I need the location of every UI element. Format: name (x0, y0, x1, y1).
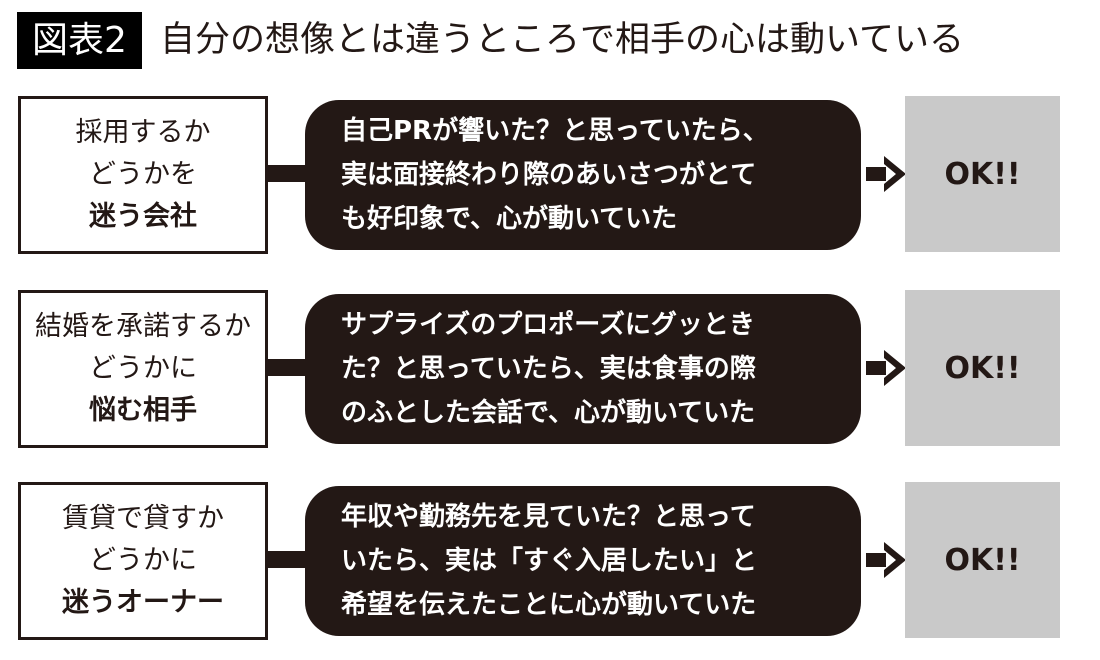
diagram-row: 賃貸で貸すか どうかに 迷うオーナー 年収や勤務先を見ていた？と思って いたら、… (0, 482, 1100, 640)
arrow-right-icon (866, 156, 906, 192)
arrow-right-icon (866, 350, 906, 386)
insight-line: サプライズのプロポーズにグッとき (341, 310, 755, 340)
situation-box: 賃貸で貸すか どうかに 迷うオーナー (18, 482, 268, 640)
result-box: OK!! (905, 290, 1060, 446)
insight-bubble: 自己PRが響いた？と思っていたら、 実は面接終わり際のあいさつがとて も好印象で… (305, 100, 861, 250)
arrow-right-icon (866, 542, 906, 578)
insight-bubble: 年収や勤務先を見ていた？と思って いたら、実は「すぐ入居したい」と 希望を伝えた… (305, 486, 861, 636)
result-box: OK!! (905, 96, 1060, 252)
figure-title: 自分の想像とは違うところで相手の心は動いている (160, 20, 964, 60)
situation-line: どうかに (89, 353, 197, 384)
diagram-row: 結婚を承諾するか どうかに 悩む相手 サプライズのプロポーズにグッとき た？と思… (0, 290, 1100, 448)
situation-subject: 迷う会社 (89, 201, 197, 232)
figure-tag: 図表2 (17, 12, 142, 69)
situation-box: 結婚を承諾するか どうかに 悩む相手 (18, 290, 268, 448)
situation-line: 賃貸で貸すか (62, 503, 224, 534)
connector-line (268, 165, 308, 182)
situation-subject: 迷うオーナー (62, 587, 224, 618)
situation-line: 採用するか (75, 117, 211, 148)
situation-subject: 悩む相手 (89, 395, 197, 426)
insight-bubble: サプライズのプロポーズにグッとき た？と思っていたら、実は食事の際 のふとした会… (305, 294, 861, 444)
insight-line: も好印象で、心が動いていた (341, 204, 678, 234)
connector-line (268, 359, 308, 376)
insight-line: 実は面接終わり際のあいさつがとて (341, 160, 757, 190)
connector-line (268, 551, 308, 568)
insight-line: 希望を伝えたことに心が動いていた (341, 590, 757, 620)
situation-line: どうかに (89, 545, 197, 576)
situation-line: どうかを (89, 159, 197, 190)
situation-box: 採用するか どうかを 迷う会社 (18, 96, 268, 254)
insight-line: のふとした会話で、心が動いていた (341, 398, 756, 428)
insight-line: 自己PRが響いた？と思っていたら、 (341, 116, 769, 146)
result-box: OK!! (905, 482, 1060, 638)
insight-line: いたら、実は「すぐ入居したい」と (341, 546, 758, 576)
insight-line: た？と思っていたら、実は食事の際 (341, 354, 756, 384)
insight-line: 年収や勤務先を見ていた？と思って (341, 502, 756, 532)
diagram-row: 採用するか どうかを 迷う会社 自己PRが響いた？と思っていたら、 実は面接終わ… (0, 96, 1100, 254)
situation-line: 結婚を承諾するか (35, 311, 251, 342)
